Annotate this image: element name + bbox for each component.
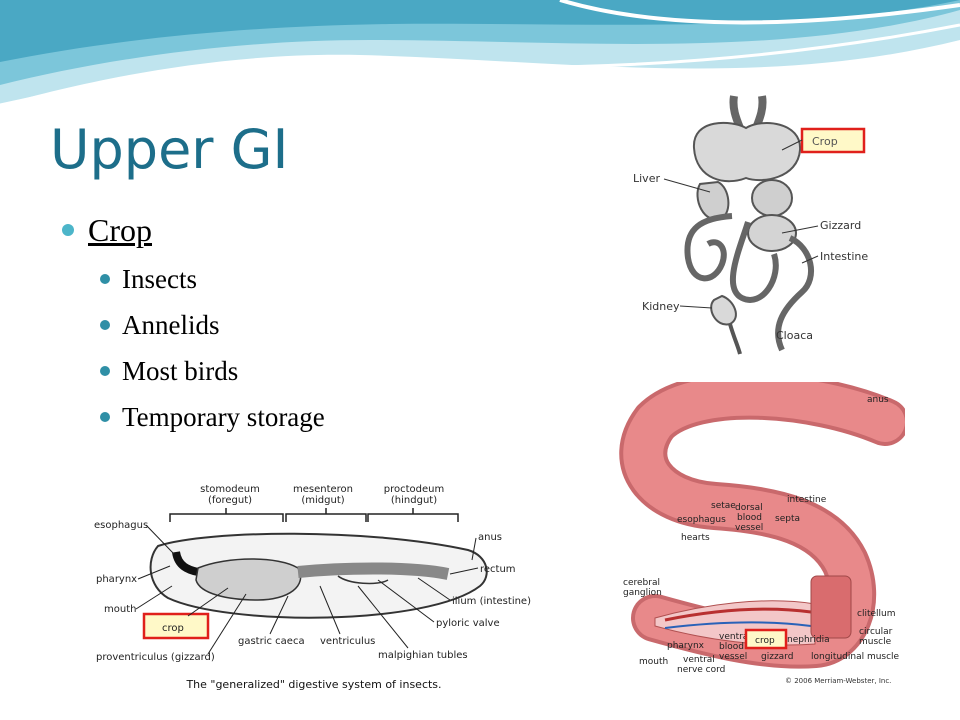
label-ilium: ilium (intestine) xyxy=(452,596,531,607)
bullet-dot-icon xyxy=(62,224,74,236)
label-liver: Liver xyxy=(633,172,660,185)
bullet-dot-icon xyxy=(100,274,110,284)
slide-title: Upper GI xyxy=(50,118,289,181)
label-cloaca: Cloaca xyxy=(776,329,813,342)
sub-bullet: Most birds xyxy=(100,348,325,394)
label-nephridia: nephridia xyxy=(787,635,830,645)
label-dorsal: dorsal xyxy=(735,503,763,513)
label-vessel: vessel xyxy=(735,523,763,533)
bullet-dot-icon xyxy=(100,412,110,422)
label-hindgut: (hindgut) xyxy=(391,495,437,506)
sub-bullet-list: Insects Annelids Most birds Temporary st… xyxy=(100,256,325,440)
sub-bullet-text: Temporary storage xyxy=(122,401,325,432)
label-pharynx: pharynx xyxy=(667,641,705,651)
bullet-list: Crop Insects Annelids Most birds Tempora… xyxy=(62,208,325,440)
label-cerebral: cerebral xyxy=(623,578,660,588)
label-longitudinal: longitudinal muscle xyxy=(811,652,900,662)
label-ventral-blood-2: blood xyxy=(719,642,744,652)
sub-bullet-text: Insects xyxy=(122,263,197,294)
label-ventral-blood-1: ventra xyxy=(719,632,748,642)
label-gizzard: Gizzard xyxy=(820,219,861,232)
bullet-crop: Crop xyxy=(62,208,325,252)
label-pyloric: pyloric valve xyxy=(436,618,500,629)
label-muscle: muscle xyxy=(859,637,892,647)
label-mouth: mouth xyxy=(104,604,136,615)
label-nerve-cord: nerve cord xyxy=(677,665,725,675)
label-ganglion: ganglion xyxy=(623,588,662,598)
label-crop: crop xyxy=(755,636,775,646)
label-intestine: Intestine xyxy=(820,250,868,263)
label-foregut: (foregut) xyxy=(208,495,252,506)
label-anus: anus xyxy=(867,395,889,405)
sub-bullet: Annelids xyxy=(100,302,325,348)
bullet-dot-icon xyxy=(100,366,110,376)
label-rectum: rectum xyxy=(480,564,516,575)
label-stomodeum: stomodeum xyxy=(200,484,260,495)
sub-bullet: Insects xyxy=(100,256,325,302)
sub-bullet: Temporary storage xyxy=(100,394,325,440)
label-crop: crop xyxy=(162,623,184,634)
label-ventriculus: ventriculus xyxy=(320,636,375,647)
label-ventral: ventral xyxy=(683,655,715,665)
crop-highlight-box xyxy=(142,612,210,640)
label-proctodeum: proctodeum xyxy=(384,484,444,495)
label-malpighian: malpighian tubles xyxy=(378,650,468,661)
label-crop: Crop xyxy=(812,135,838,148)
insect-digestive-figure: stomodeum (foregut) mesenteron (midgut) … xyxy=(88,476,540,694)
label-pharynx: pharynx xyxy=(96,574,137,585)
label-esophagus: esophagus xyxy=(94,520,148,531)
label-intestine: intestine xyxy=(787,495,827,505)
crop-highlight-box xyxy=(744,628,788,650)
bird-digestive-figure: Crop Liver Gizzard Intestine Kidney Cloa… xyxy=(622,88,886,364)
label-hearts: hearts xyxy=(681,533,710,543)
sub-bullet-text: Most birds xyxy=(122,355,239,386)
label-clitellum: clitellum xyxy=(857,609,896,619)
label-midgut: (midgut) xyxy=(301,495,344,506)
label-kidney: Kidney xyxy=(642,300,680,313)
bullet-dot-icon xyxy=(100,320,110,330)
label-setae: setae xyxy=(711,501,736,511)
label-anus: anus xyxy=(478,532,502,543)
header-wave xyxy=(0,0,960,107)
bird-digestive-illustration: Crop Liver Gizzard Intestine Kidney Cloa… xyxy=(622,88,886,364)
label-mesenteron: mesenteron xyxy=(293,484,353,495)
label-proventriculus: proventriculus (gizzard) xyxy=(96,652,215,663)
label-mouth: mouth xyxy=(639,657,668,667)
earthworm-digestive-figure: anus setae dorsal blood vessel intestine… xyxy=(615,371,909,690)
copyright-text: © 2006 Merriam-Webster, Inc. xyxy=(785,677,891,685)
label-esophagus: esophagus xyxy=(677,515,726,525)
bullet-text: Crop xyxy=(88,211,152,248)
label-ventral-blood-3: vessel xyxy=(719,652,747,662)
earthworm-digestive-illustration: anus setae dorsal blood vessel intestine… xyxy=(615,371,909,690)
label-gastric-caeca: gastric caeca xyxy=(238,636,305,647)
insect-caption: The "generalized" digestive system of in… xyxy=(185,678,441,691)
sub-bullet-text: Annelids xyxy=(122,309,220,340)
label-gizzard: gizzard xyxy=(761,652,793,662)
label-circular: circular xyxy=(859,627,893,637)
label-blood: blood xyxy=(737,513,762,523)
label-septa: septa xyxy=(775,514,800,524)
insect-digestive-illustration: stomodeum (foregut) mesenteron (midgut) … xyxy=(88,476,540,694)
